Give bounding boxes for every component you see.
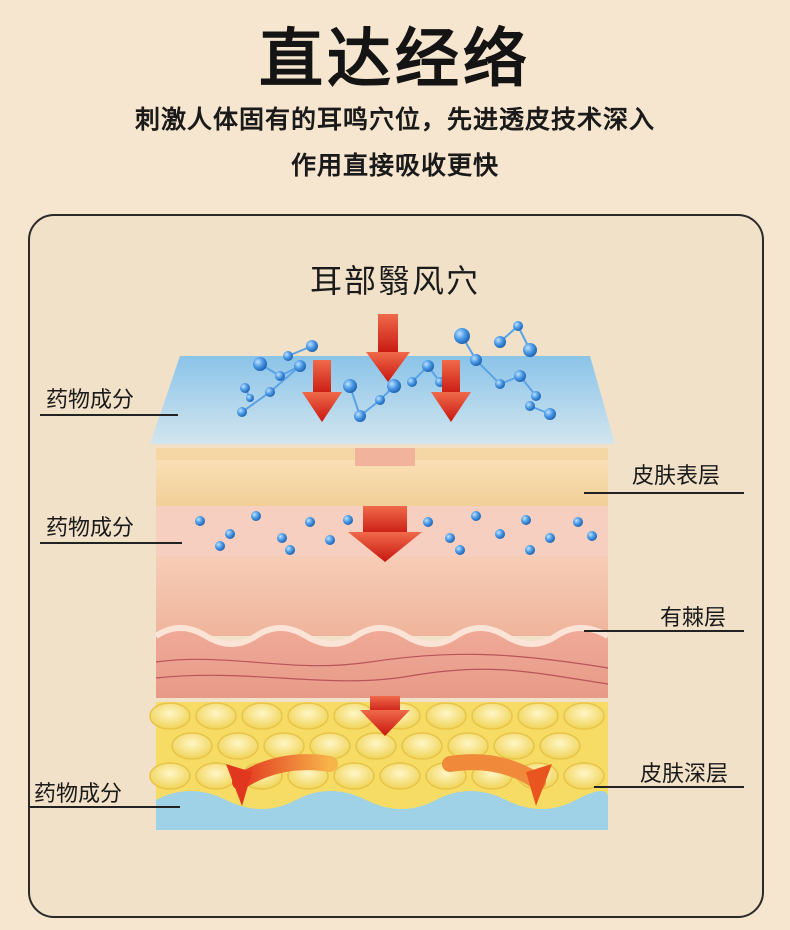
- molecule-icon: [454, 328, 470, 344]
- molecule-icon: [277, 533, 287, 543]
- molecule-icon: [354, 410, 366, 422]
- molecule-icon: [587, 531, 597, 541]
- fat-cell: [241, 702, 283, 730]
- molecule-icon: [343, 515, 353, 525]
- molecule-icon: [407, 377, 417, 387]
- label-rule: [584, 630, 744, 632]
- down-arrow-icon: [348, 506, 422, 562]
- molecule-icon: [305, 517, 315, 527]
- down-arrow-icon: [360, 696, 410, 736]
- molecule-icon: [375, 395, 385, 405]
- spinous-label: 有棘层: [660, 606, 727, 631]
- epidermis-label: 皮肤表层: [632, 464, 721, 489]
- molecule-icon: [523, 343, 537, 357]
- label-rule: [584, 492, 744, 494]
- molecule-icon: [525, 545, 535, 555]
- molecule-icon: [195, 516, 205, 526]
- fat-cell: [563, 702, 605, 730]
- molecule-icon: [387, 379, 401, 393]
- fat-cell: [379, 762, 421, 790]
- down-arrow-icon: [366, 314, 410, 382]
- molecule-icon: [573, 517, 583, 527]
- molecule-icon: [285, 545, 295, 555]
- molecule-icon: [471, 511, 481, 521]
- molecule-icon: [513, 321, 523, 331]
- molecule-icon: [544, 408, 556, 420]
- molecule-icon: [215, 541, 225, 551]
- fat-cell: [493, 732, 535, 760]
- down-arrow-icon: [302, 360, 342, 422]
- subtitle-line-2: 作用直接吸收更快: [290, 151, 499, 180]
- fat-cell: [471, 702, 513, 730]
- fat-cell: [287, 702, 329, 730]
- molecule-icon: [514, 370, 526, 382]
- spinous-layer: [156, 556, 608, 636]
- page-title: 直达经络: [259, 23, 531, 97]
- molecule-icon: [225, 529, 235, 539]
- curved-arrow-icon: [442, 754, 552, 806]
- molecule-icon: [275, 371, 285, 381]
- molecule-icon: [531, 391, 541, 401]
- molecule-icon: [445, 533, 455, 543]
- acupoint-label: 耳部翳风穴: [309, 262, 480, 300]
- ingredient-label-middle: 药物成分: [46, 516, 135, 541]
- molecule-icon: [423, 517, 433, 527]
- fat-cell: [195, 702, 237, 730]
- fat-cell: [563, 762, 605, 790]
- fat-cell: [355, 732, 397, 760]
- molecule-icon: [470, 354, 482, 366]
- label-rule: [30, 806, 180, 808]
- fat-cell: [171, 732, 213, 760]
- molecule-icon: [495, 529, 505, 539]
- ingredient-label-top: 药物成分: [46, 388, 135, 413]
- molecule-icon: [246, 394, 254, 402]
- down-arrow-icon: [431, 360, 471, 422]
- ingredient-label-bottom: 药物成分: [34, 782, 123, 807]
- subtitle-line-1: 刺激人体固有的耳鸣穴位，先进透皮技术深入: [134, 105, 655, 134]
- molecule-icon: [265, 387, 275, 397]
- label-rule: [40, 414, 178, 416]
- fat-cell: [539, 732, 581, 760]
- molecule-icon: [251, 511, 261, 521]
- fat-cell: [333, 762, 375, 790]
- molecule-icon: [253, 357, 267, 371]
- diagram-panel: [28, 214, 764, 918]
- fat-cell: [517, 702, 559, 730]
- dermis-deep-label: 皮肤深层: [640, 762, 729, 787]
- molecule-icon: [525, 401, 535, 411]
- fat-cell: [149, 762, 191, 790]
- label-rule: [594, 786, 744, 788]
- skin-layer-diagram: [149, 314, 615, 830]
- fat-cell: [149, 702, 191, 730]
- molecule-icon: [306, 340, 318, 352]
- molecule-icon: [283, 351, 293, 361]
- curved-arrow-icon: [226, 754, 338, 806]
- molecule-icon: [240, 383, 250, 393]
- molecule-icon: [325, 535, 335, 545]
- label-rule: [40, 542, 182, 544]
- molecule-icon: [521, 515, 531, 525]
- molecule-icon: [495, 379, 505, 389]
- molecule-icon: [343, 379, 357, 393]
- fat-cell: [425, 702, 467, 730]
- molecule-icon: [237, 407, 247, 417]
- molecule-icon: [494, 336, 506, 348]
- molecule-icon: [422, 360, 434, 372]
- fat-cell: [217, 732, 259, 760]
- molecule-icon: [545, 533, 555, 543]
- molecule-icon: [294, 360, 306, 372]
- base-layer: [156, 791, 609, 830]
- dermis-layer: [156, 628, 608, 698]
- molecule-icon: [455, 545, 465, 555]
- fat-cell: [401, 732, 443, 760]
